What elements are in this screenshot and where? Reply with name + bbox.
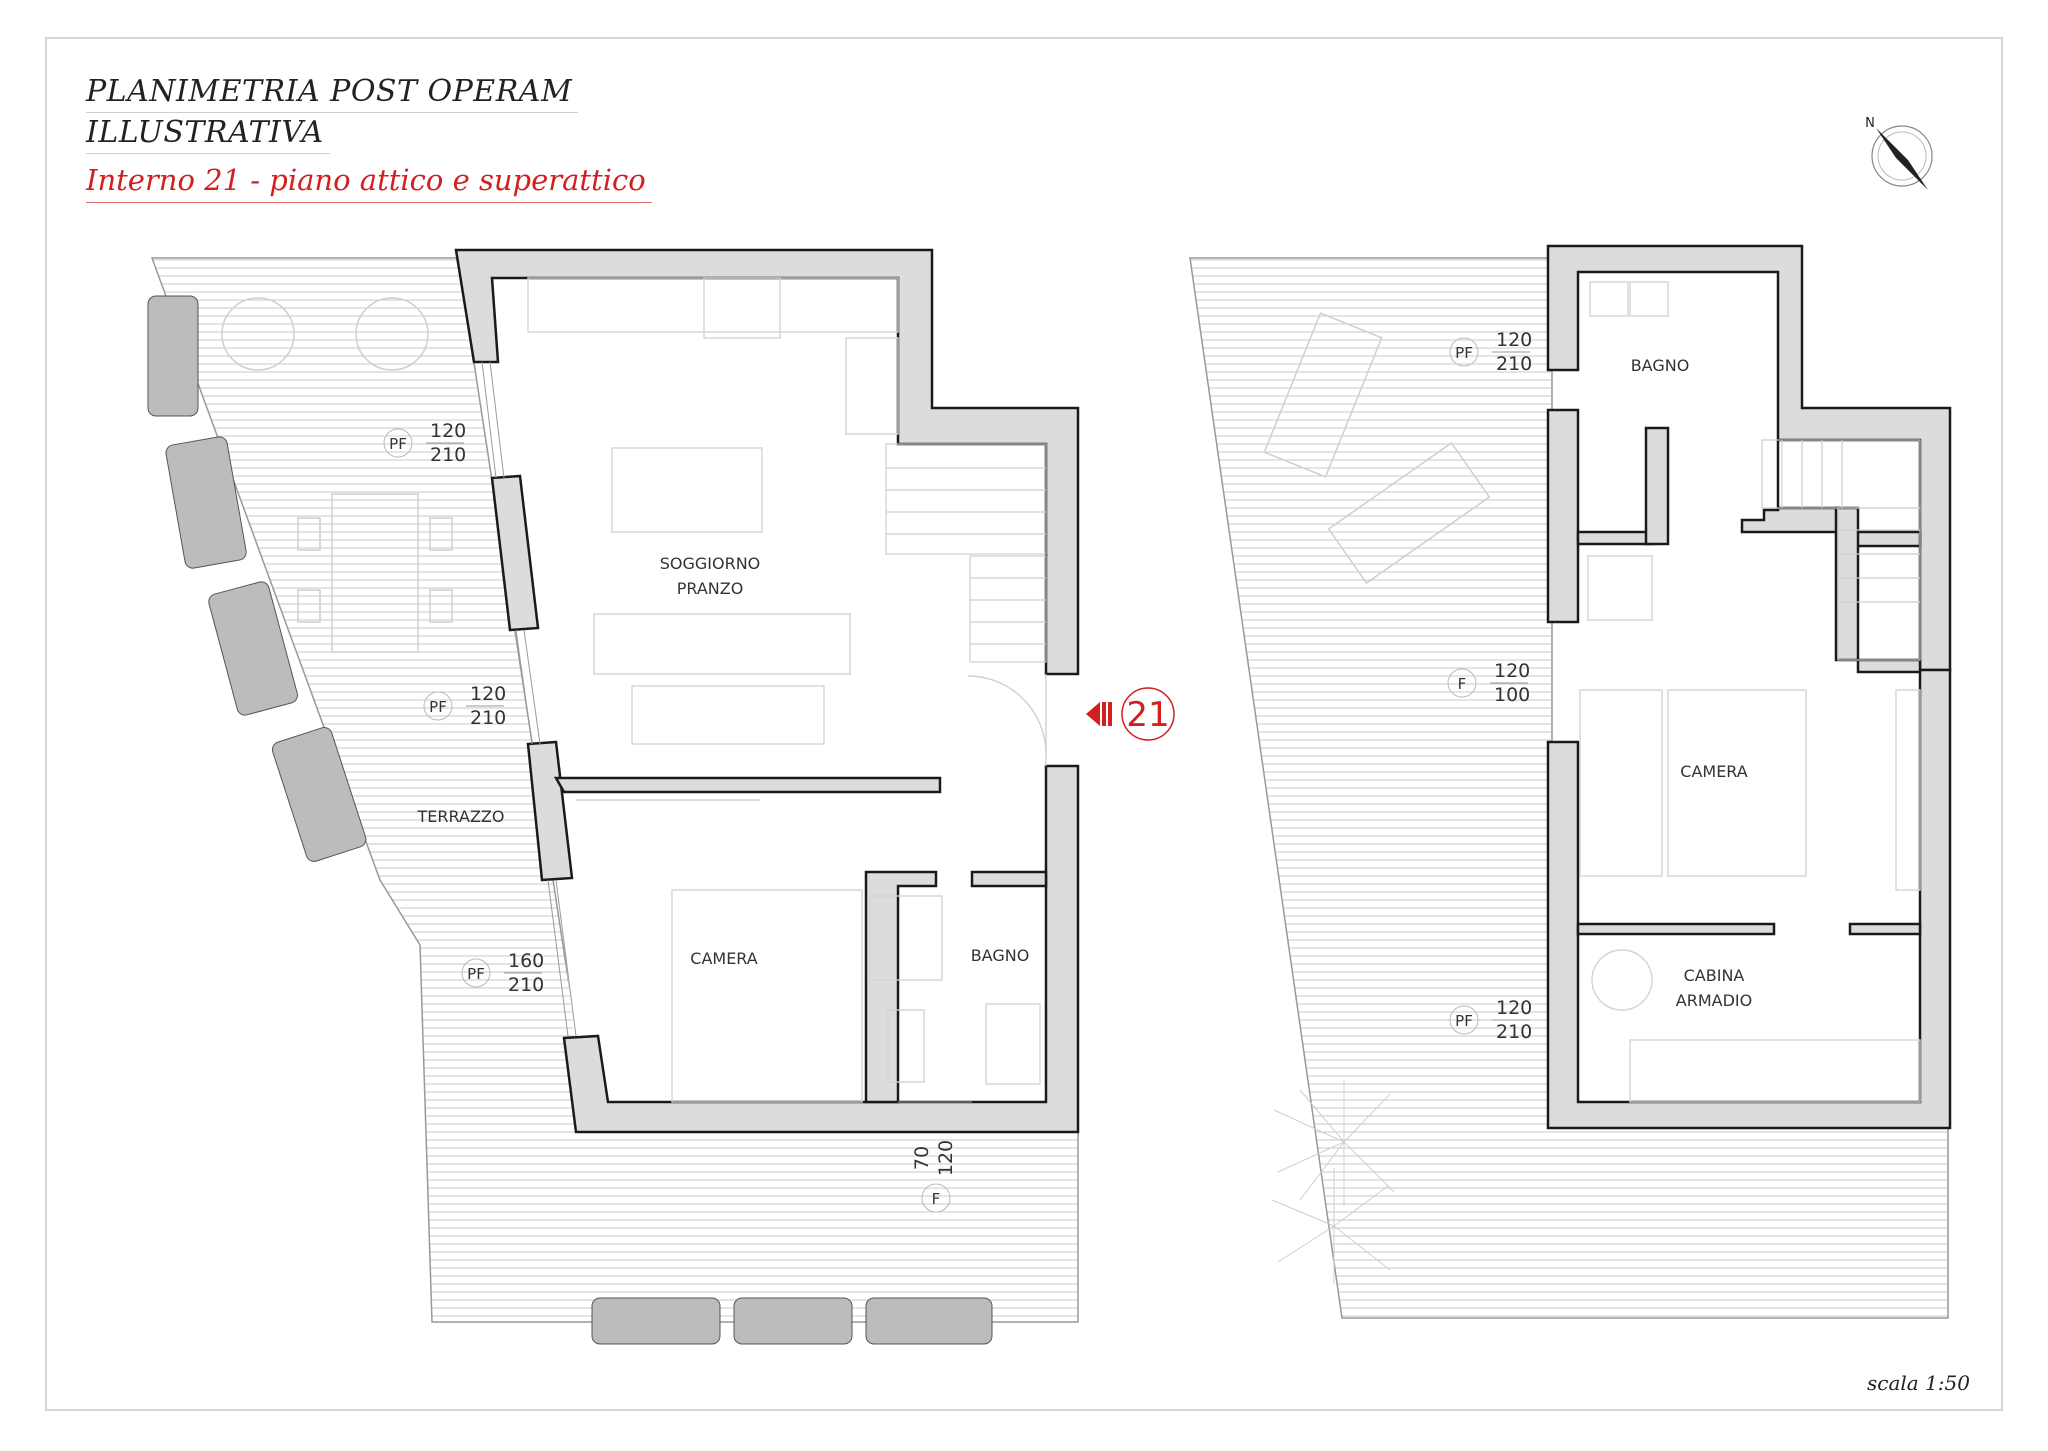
- planters-left: [147, 295, 367, 862]
- attico-furniture: [527, 277, 1041, 1103]
- opening-type: PF: [1455, 1012, 1473, 1030]
- unit-marker: 21: [1086, 687, 1175, 741]
- plan-superattico: [1189, 244, 1952, 1319]
- compass-circle: [1871, 125, 1933, 187]
- terrace-furniture: [221, 297, 453, 653]
- opening-type: PF: [429, 698, 447, 716]
- north-label: N: [1865, 116, 1875, 131]
- opening-width: 120: [1496, 997, 1532, 1019]
- opening-width: 70: [911, 1146, 933, 1170]
- opening-type: PF: [389, 435, 407, 453]
- opening-type: PF: [1455, 344, 1473, 362]
- opening-width: 120: [470, 683, 506, 705]
- opening-tag-circle: [461, 958, 491, 988]
- unit-arrow-bar-2: [1108, 702, 1112, 726]
- opening-width: 120: [1494, 660, 1530, 682]
- radial-light-symbol: [1271, 1080, 1395, 1284]
- label-pranzo: PRANZO: [677, 579, 744, 598]
- sheet-border: [45, 37, 2003, 1411]
- opening-tag-circle: [1447, 668, 1477, 698]
- title-line-2: ILLUSTRATIVA: [86, 113, 330, 154]
- opening-tag-circle: [423, 691, 453, 721]
- title-block: PLANIMETRIA POST OPERAM ILLUSTRATIVA Int…: [86, 72, 652, 203]
- sun-loungers: [1263, 312, 1491, 585]
- opening-width: 160: [508, 950, 544, 972]
- opening-width: 120: [430, 420, 466, 442]
- compass-needle-icon: [1876, 128, 1928, 190]
- opening-type: PF: [467, 965, 485, 983]
- opening-height: 210: [508, 974, 544, 996]
- north-arrow: N: [1865, 116, 1933, 190]
- opening-tag-circle: [921, 1183, 951, 1213]
- label-camera-lower: CAMERA: [690, 949, 758, 968]
- scale-label: scala 1:50: [1867, 1371, 1970, 1395]
- stairs-superattico: [1761, 439, 1921, 661]
- plan-attico: [147, 248, 1080, 1345]
- walls-superattico: [1546, 244, 1952, 1130]
- label-cabina: CABINA: [1684, 966, 1745, 985]
- opening-height: 210: [470, 707, 506, 729]
- opening-width: 120: [1496, 329, 1532, 351]
- stairs-attico: [885, 443, 1047, 663]
- superattico-furniture: [1579, 281, 1921, 1103]
- unit-marker-circle: [1121, 687, 1175, 741]
- unit-arrow-bar-1: [1102, 702, 1106, 726]
- title-line-1: PLANIMETRIA POST OPERAM: [86, 72, 579, 113]
- label-bagno-upper: BAGNO: [1631, 356, 1690, 375]
- opening-type: F: [932, 1190, 941, 1208]
- label-bagno-lower: BAGNO: [971, 946, 1030, 965]
- glazing-left: [481, 361, 972, 1103]
- entrance-door[interactable]: [967, 674, 1047, 766]
- unit-arrow-icon: [1086, 702, 1100, 726]
- opening-height: 100: [1494, 684, 1530, 706]
- unit-number: 21: [1126, 695, 1169, 735]
- label-camera-upper: CAMERA: [1680, 762, 1748, 781]
- opening-height: 120: [935, 1140, 957, 1176]
- label-armadio: ARMADIO: [1676, 991, 1752, 1010]
- opening-height: 210: [430, 444, 466, 466]
- opening-tag-circle: [1449, 337, 1479, 367]
- attico-interior-floor: [492, 272, 1046, 1110]
- label-terrazzo: TERRAZZO: [417, 807, 505, 826]
- compass-inner-circle: [1877, 131, 1927, 181]
- opening-tag-circle: [383, 428, 413, 458]
- subtitle: Interno 21 - piano attico e superattico: [86, 158, 652, 203]
- planters-bottom: [591, 1297, 993, 1345]
- opening-tag-circle: [1449, 1005, 1479, 1035]
- opening-type: F: [1458, 675, 1467, 693]
- opening-height: 210: [1496, 353, 1532, 375]
- label-soggiorno: SOGGIORNO: [660, 554, 761, 573]
- opening-height: 210: [1496, 1021, 1532, 1043]
- room-labels: SOGGIORNO PRANZO TERRAZZO CAMERA BAGNO B…: [417, 356, 1753, 1010]
